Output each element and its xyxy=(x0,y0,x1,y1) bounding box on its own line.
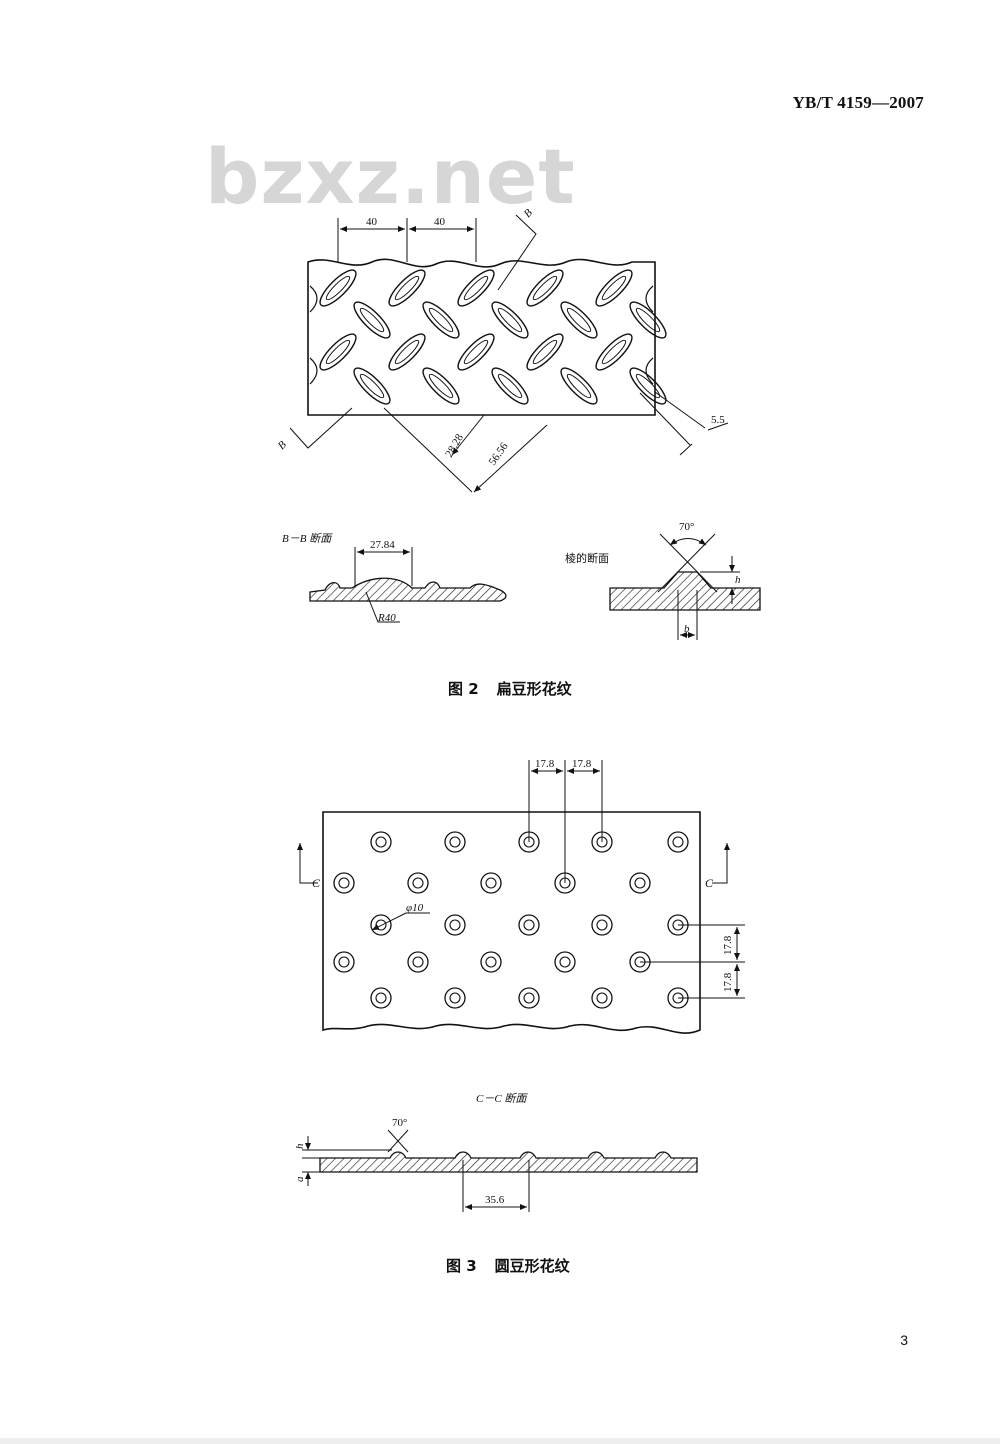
round-bean-mark xyxy=(444,914,466,936)
fig3-dim-top-1: 17.8 xyxy=(535,758,555,770)
bean-mark xyxy=(422,367,460,405)
fig2-rib-label: 棱的断面 xyxy=(565,551,609,565)
bean-mark xyxy=(526,269,564,307)
round-bean-mark xyxy=(591,914,613,936)
round-bean-mark xyxy=(629,872,651,894)
fig2-dim-diag-2: 56.56 xyxy=(487,440,511,468)
round-bean-mark xyxy=(480,951,502,973)
figure-2-caption: 图 2 扁豆形花纹 xyxy=(448,678,590,699)
fig3-dimensions xyxy=(297,760,745,999)
fig3-section-a: a xyxy=(294,1176,306,1182)
fig3-section-angle: 70° xyxy=(392,1117,407,1129)
fig3-dim-right-1: 17.8 xyxy=(722,935,734,955)
bean-edge-mark xyxy=(309,357,318,385)
bean-mark xyxy=(457,333,495,371)
bean-mark xyxy=(560,301,598,339)
round-bean-mark xyxy=(370,987,392,1009)
standard-code: YB/T 4159—2007 xyxy=(792,93,924,112)
fig3-section-letter-left: C xyxy=(312,876,321,890)
fig3-section-label: C－C 断面 xyxy=(476,1092,528,1105)
fig2-plate xyxy=(307,258,667,416)
fig2-rib-section xyxy=(609,533,761,640)
fig3-dim-top-2: 17.8 xyxy=(572,758,592,770)
bean-edge-mark xyxy=(645,285,654,313)
bean-edge-mark xyxy=(645,357,654,385)
fig2-dim-top-2: 40 xyxy=(434,216,446,228)
figure-3-caption: 图 3 圆豆形花纹 xyxy=(446,1255,588,1276)
fig2-dimensions xyxy=(289,214,729,493)
round-bean-mark xyxy=(518,914,540,936)
round-bean-mark xyxy=(480,872,502,894)
fig3-plate xyxy=(322,811,701,1034)
fig2-dim-top-1: 40 xyxy=(366,216,378,228)
page-number: 3 xyxy=(900,1332,908,1348)
fig3-cc-section xyxy=(302,1129,698,1212)
round-bean-mark xyxy=(444,987,466,1009)
bean-mark xyxy=(388,269,426,307)
fig2-rib-angle: 70° xyxy=(679,521,694,533)
round-bean-mark xyxy=(591,987,613,1009)
bean-mark xyxy=(457,269,495,307)
bean-mark xyxy=(595,269,633,307)
round-bean-mark xyxy=(518,987,540,1009)
fig3-section-letter-right: C xyxy=(705,876,714,890)
fig3-section-pitch: 35.6 xyxy=(485,1194,505,1206)
round-bean-mark xyxy=(667,831,689,853)
bean-mark xyxy=(319,269,357,307)
figure-3-title: 圆豆形花纹 xyxy=(494,1257,570,1275)
fig2-section-letter-top: B xyxy=(522,207,535,220)
fig3-dim-right-2: 17.8 xyxy=(722,972,734,992)
bottom-edge xyxy=(0,1438,1000,1444)
bean-mark xyxy=(595,333,633,371)
round-bean-mark xyxy=(444,831,466,853)
fig2-rib-b: b xyxy=(684,623,690,635)
fig2-section-dim: 27.84 xyxy=(370,539,395,551)
fig2-section-letter-bottom: B xyxy=(276,439,289,452)
bean-mark xyxy=(560,367,598,405)
fig3-diameter: φ10 xyxy=(406,902,424,914)
fig2-bb-section xyxy=(309,547,507,623)
bean-mark xyxy=(319,333,357,371)
figure-2-number: 图 2 xyxy=(448,680,479,698)
fig3-section-h: h xyxy=(294,1143,306,1149)
fig2-section-radius: R40 xyxy=(377,612,396,624)
figure-3-number: 图 3 xyxy=(446,1257,477,1275)
round-bean-mark xyxy=(333,872,355,894)
bean-mark xyxy=(491,301,529,339)
round-bean-mark xyxy=(407,872,429,894)
fig2-section-label: B－B 断面 xyxy=(282,532,333,545)
bean-edge-mark xyxy=(309,285,318,313)
fig3-dot-pattern xyxy=(333,831,689,1009)
round-bean-mark xyxy=(333,951,355,973)
bean-mark xyxy=(388,333,426,371)
fig2-bean-pattern xyxy=(309,269,667,405)
fig2-dim-diag-1: 28.28 xyxy=(443,432,466,460)
round-bean-mark xyxy=(370,831,392,853)
fig2-rib-h: h xyxy=(735,574,741,586)
bean-mark xyxy=(353,367,391,405)
watermark: bzxz.net xyxy=(205,132,576,221)
bean-mark xyxy=(526,333,564,371)
fig2-dim-right: 5.5 xyxy=(711,414,725,426)
figure-2-title: 扁豆形花纹 xyxy=(496,680,572,698)
round-bean-mark xyxy=(407,951,429,973)
bean-mark xyxy=(491,367,529,405)
round-bean-mark xyxy=(554,951,576,973)
